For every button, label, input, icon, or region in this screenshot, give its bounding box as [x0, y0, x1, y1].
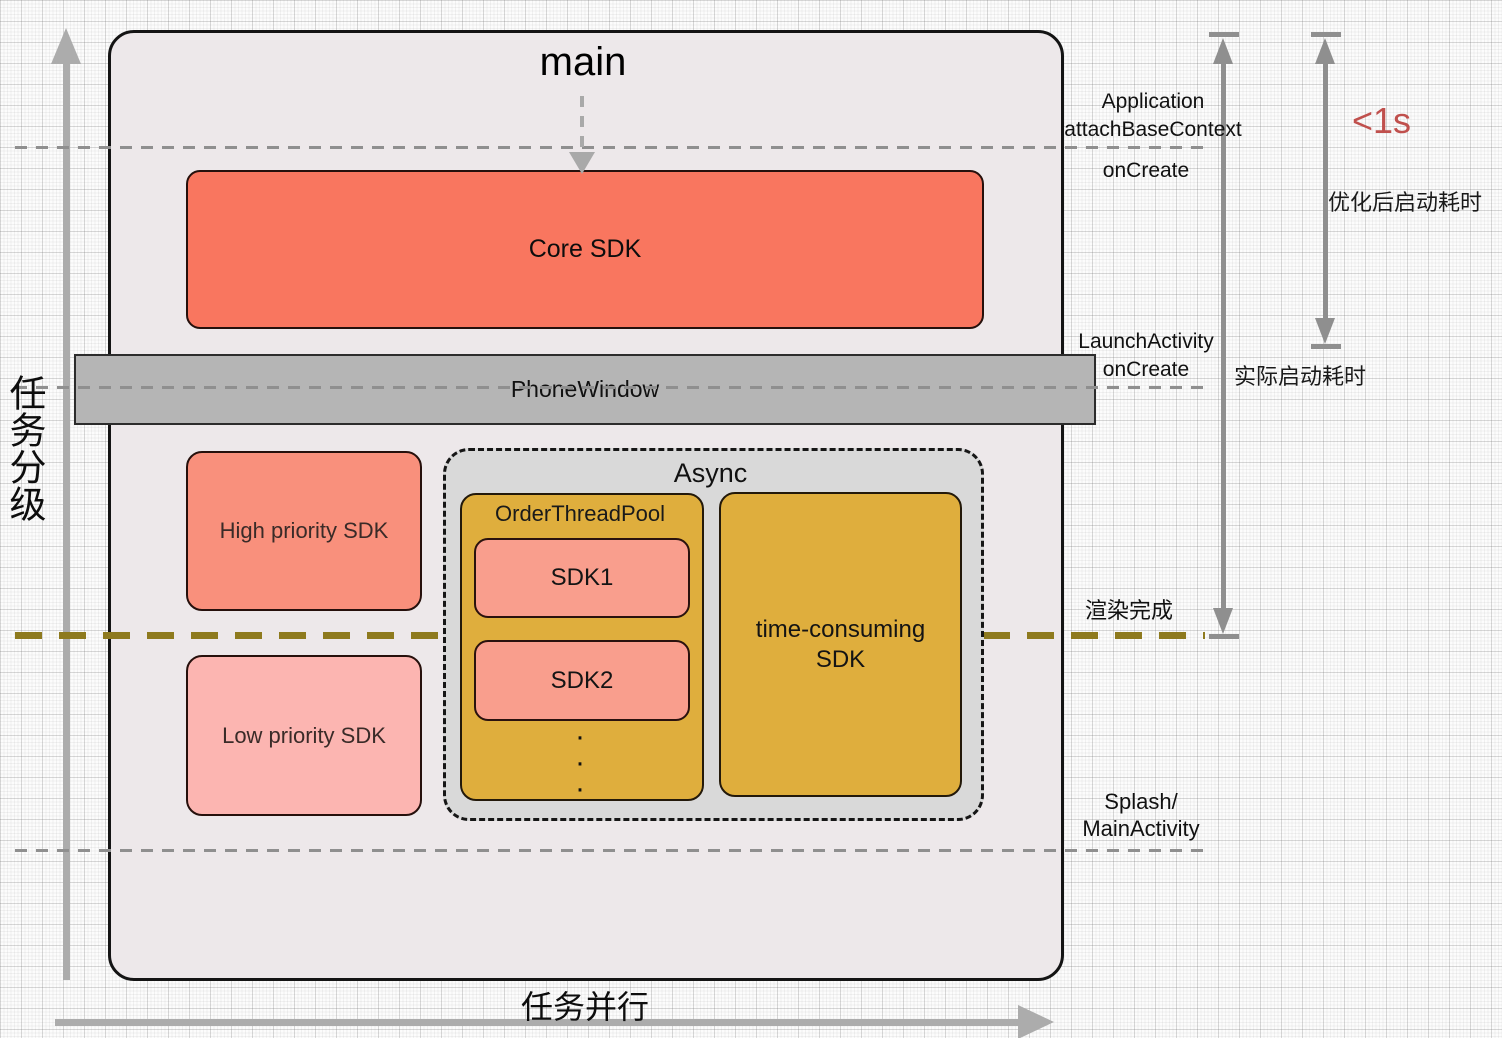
- horizontal-axis-arrowhead-icon: [1018, 1005, 1054, 1038]
- more-sdks-ellipsis: · · ·: [575, 720, 585, 805]
- timeline-attach-base-context-label: attachBaseContext: [1064, 118, 1242, 141]
- time-consuming-sdk-block: time-consuming SDK: [719, 492, 962, 797]
- core-sdk-label: Core SDK: [528, 235, 642, 263]
- sdk2-block: SDK2: [474, 640, 690, 721]
- actual-arrow-up-head-icon: [1213, 38, 1233, 64]
- phone-window-label: PhoneWindow: [510, 376, 660, 402]
- timeline-splash-label: Splash/: [1104, 789, 1178, 814]
- order-thread-pool-label: OrderThreadPool: [495, 501, 665, 526]
- optimized-startup-time-label: 优化后启动耗时: [1328, 190, 1483, 215]
- sdk1-label: SDK1: [550, 564, 614, 591]
- low-priority-sdk-block: Low priority SDK: [186, 655, 422, 816]
- actual-arrow-top-cap: [1209, 32, 1239, 37]
- timeline-main-activity-label: MainActivity: [1082, 816, 1200, 841]
- optimized-arrow-up-head-icon: [1315, 38, 1335, 64]
- optimized-arrow-down-head-icon: [1315, 318, 1335, 344]
- main-flow-arrowhead-icon: [569, 152, 595, 174]
- timeline-splash-main-activity: Splash/ MainActivity: [1041, 788, 1241, 842]
- high-priority-sdk-block: High priority SDK: [186, 451, 422, 611]
- vertical-axis-label: 任务分级: [4, 374, 45, 522]
- vertical-axis-arrowhead-icon: [51, 28, 81, 64]
- timeline-application-label: Application: [1101, 90, 1205, 113]
- low-priority-sdk-label: Low priority SDK: [222, 722, 386, 748]
- phase-line-launch-activity: [15, 386, 1205, 389]
- horizontal-axis-label: 任务并行: [520, 989, 649, 1025]
- async-group-label: Async: [673, 458, 748, 488]
- timeline-oncreate-application: onCreate: [1102, 159, 1190, 182]
- actual-startup-time-label: 实际启动耗时: [1234, 364, 1367, 389]
- main-label: main: [539, 40, 627, 84]
- timeline-render-done-label: 渲染完成: [1084, 598, 1173, 623]
- core-sdk-block: Core SDK: [186, 170, 984, 329]
- time-consuming-sdk-label: time-consuming SDK: [755, 615, 926, 673]
- actual-arrow-line: [1221, 58, 1226, 614]
- phase-line-splash-activity: [15, 849, 1205, 852]
- main-flow-dashed-line: [580, 96, 584, 156]
- actual-arrow-down-head-icon: [1213, 608, 1233, 634]
- timeline-oncreate-activity-label: onCreate: [1102, 358, 1190, 381]
- high-priority-sdk-label: High priority SDK: [219, 518, 389, 543]
- timeline-launch-activity-label: LaunchActivity: [1078, 330, 1214, 353]
- under-one-second-label: <1s: [1352, 100, 1412, 141]
- timeline-application-attach-base-context: Application attachBaseContext: [1040, 88, 1266, 144]
- phase-line-attach-base-context: [15, 146, 1205, 149]
- actual-arrow-bottom-cap: [1209, 634, 1239, 639]
- horizontal-axis-line: [55, 1019, 1021, 1026]
- sdk2-label: SDK2: [550, 666, 614, 694]
- vertical-axis-line: [63, 58, 70, 980]
- optimized-arrow-line: [1323, 58, 1328, 324]
- sdk1-block: SDK1: [474, 538, 690, 618]
- phone-window-bar: PhoneWindow: [74, 354, 1096, 425]
- timeline-launch-activity-oncreate: LaunchActivity onCreate: [1046, 328, 1246, 384]
- optimized-arrow-top-cap: [1311, 32, 1341, 37]
- optimized-arrow-bottom-cap: [1311, 344, 1341, 349]
